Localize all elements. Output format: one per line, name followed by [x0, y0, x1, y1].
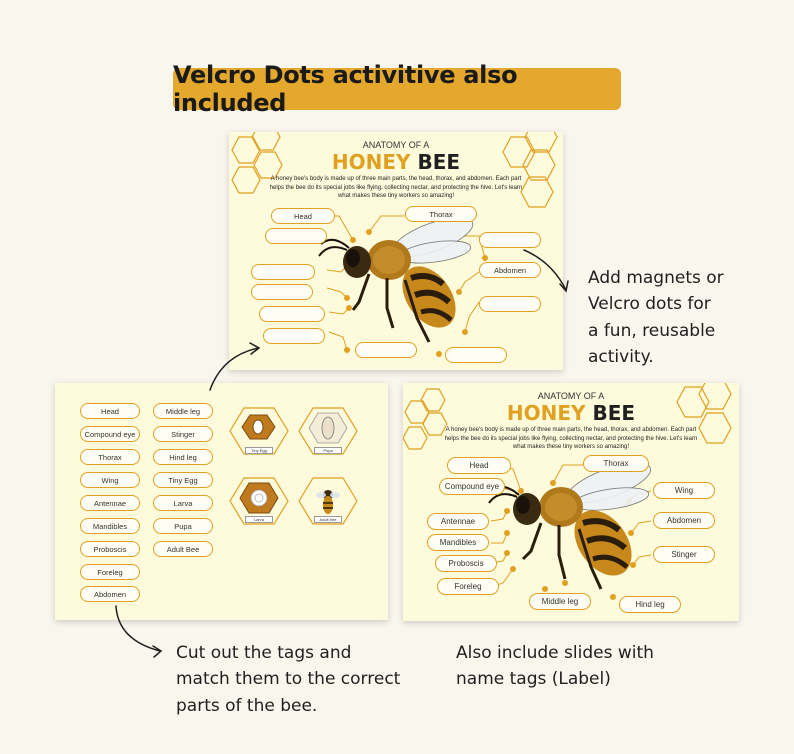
note-slides: Also include slides with name tags (Labe… — [456, 640, 696, 693]
bee-illustration-icon — [318, 217, 474, 343]
note-cut-line: match them to the correct — [176, 669, 401, 690]
tag-hind-leg[interactable]: Hind leg — [153, 449, 213, 465]
tag-abdomen[interactable]: Abdomen — [80, 586, 140, 602]
bee-word: BEE — [417, 150, 461, 174]
tag-proboscis[interactable]: Proboscis — [435, 555, 497, 572]
hex-pupa — [298, 407, 358, 455]
tag-proboscis[interactable]: Proboscis — [80, 541, 140, 557]
slide-velcro-dots: ANATOMY OF A HONEY BEE A honey bee's bod… — [229, 132, 563, 370]
honey-word: HONEY — [506, 401, 586, 425]
tag-abdomen[interactable]: Abdomen — [653, 512, 715, 529]
slide-name-tags: ANATOMY OF A HONEY BEE A honey bee's bod… — [403, 383, 739, 621]
tag-middle-leg[interactable]: Middle leg — [529, 593, 591, 610]
note-slides-line: name tags (Label) — [456, 669, 611, 690]
tag-head[interactable]: Head — [80, 403, 140, 419]
tag-thorax[interactable]: Thorax — [583, 455, 649, 472]
honey-bee-title: HONEY BEE — [229, 150, 563, 174]
note-magnets-line: Add magnets or — [588, 268, 724, 288]
caption-pupa: Pupa — [314, 447, 342, 454]
tag-stinger[interactable]: Stinger — [153, 426, 213, 442]
tag-antennae[interactable]: Antennae — [80, 495, 140, 511]
caption-tiny-egg: Tiny Egg — [245, 447, 273, 454]
bee-word: BEE — [592, 401, 636, 425]
hex-tiny-egg — [229, 407, 289, 455]
note-cut-line: Cut out the tags and — [176, 643, 352, 663]
tag-foreleg[interactable]: Foreleg — [80, 564, 140, 580]
tag-blank[interactable] — [479, 296, 541, 312]
anatomy-heading: ANATOMY OF A — [362, 140, 430, 150]
tag-head[interactable]: Head — [447, 457, 511, 474]
tag-antennae[interactable]: Antennae — [427, 513, 489, 530]
note-magnets: Add magnets or Velcro dots for a fun, re… — [588, 265, 758, 370]
hex-adult-bee — [298, 477, 358, 525]
tag-blank[interactable] — [265, 228, 327, 244]
tag-compound-eye[interactable]: Compound eye — [439, 478, 505, 495]
tag-mandibles[interactable]: Mandibles — [80, 518, 140, 534]
tag-hind-leg[interactable]: Hind leg — [619, 596, 681, 613]
tag-middle-leg[interactable]: Middle leg — [153, 403, 213, 419]
note-magnets-line: a fun, reusable — [588, 320, 716, 341]
tag-pupa[interactable]: Pupa — [153, 518, 213, 534]
hex-larva — [229, 477, 289, 525]
tag-blank[interactable] — [479, 232, 541, 248]
note-magnets-line: activity. — [588, 347, 654, 368]
honeycomb-hex-icon — [403, 383, 732, 600]
tag-stinger[interactable]: Stinger — [653, 546, 715, 563]
tag-blank[interactable] — [445, 347, 507, 363]
curved-arrow-icon — [152, 645, 163, 658]
tag-adult-bee[interactable]: Adult Bee — [153, 541, 213, 557]
tag-wing[interactable]: Wing — [653, 482, 715, 499]
note-cut-line: parts of the bee. — [176, 695, 318, 716]
honeycomb-hex-icon — [231, 132, 558, 357]
slide-cut-out-tags: Head Compound eye Thorax Wing Antennae M… — [55, 383, 388, 620]
tag-tiny-egg[interactable]: Tiny Egg — [153, 472, 213, 488]
tag-blank[interactable] — [259, 306, 325, 322]
tag-head[interactable]: Head — [271, 208, 335, 224]
tag-blank[interactable] — [263, 328, 325, 344]
tag-thorax[interactable]: Thorax — [405, 206, 477, 222]
tag-mandibles[interactable]: Mandibles — [427, 534, 489, 551]
bee-illustration-icon — [488, 462, 652, 590]
tag-blank[interactable] — [355, 342, 417, 358]
tag-compound-eye[interactable]: Compound eye — [80, 426, 140, 442]
banner-title: Velcro Dots activitive also included — [173, 61, 621, 117]
caption-adult-bee: Adult bee — [314, 516, 342, 523]
tag-abdomen[interactable]: Abdomen — [479, 262, 541, 278]
anatomy-heading: ANATOMY OF A — [537, 391, 605, 401]
tag-blank[interactable] — [251, 264, 315, 280]
tag-thorax[interactable]: Thorax — [80, 449, 140, 465]
note-slides-line: Also include slides with — [456, 643, 654, 663]
description: A honey bee's body is made up of three m… — [444, 427, 698, 451]
tag-wing[interactable]: Wing — [80, 472, 140, 488]
caption-larva: Larva — [245, 516, 273, 523]
tag-larva[interactable]: Larva — [153, 495, 213, 511]
tag-foreleg[interactable]: Foreleg — [437, 578, 499, 595]
tag-blank[interactable] — [251, 284, 313, 300]
note-cut-tags: Cut out the tags and match them to the c… — [176, 640, 436, 719]
note-magnets-line: Velcro dots for — [588, 294, 711, 315]
honey-bee-title: HONEY BEE — [403, 401, 739, 425]
honey-word: HONEY — [331, 150, 411, 174]
description: A honey bee's body is made up of three m… — [269, 176, 523, 200]
